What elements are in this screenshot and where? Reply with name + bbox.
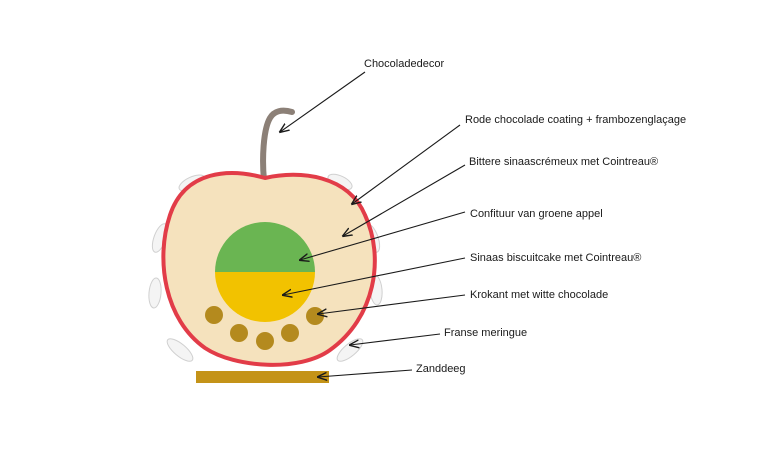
label-zanddeeg: Zanddeeg [416,362,466,376]
label-krokant: Krokant met witte chocolade [470,288,608,302]
label-confituur: Confituur van groene appel [470,207,603,221]
meringue-piece [148,278,163,309]
arrow-cremeux [343,165,465,236]
arrow-coating [352,125,460,204]
stem-chocolate-decor [263,111,292,180]
krokant-ball [205,306,223,324]
label-coating: Rode chocolade coating + frambozenglaçag… [465,113,686,127]
label-cremeux: Bittere sinaascrémeux met Cointreau® [469,155,658,169]
zanddeeg-base [196,371,329,383]
label-meringue: Franse meringue [444,326,527,340]
krokant-ball [256,332,274,350]
arrow-meringue [350,334,440,345]
label-chocoladedecor: Chocoladedecor [364,57,444,71]
label-biscuit: Sinaas biscuitcake met Cointreau® [470,251,641,265]
arrow-chocoladedecor [280,72,365,132]
arrow-zanddeeg [318,370,412,377]
meringue-piece [164,335,196,365]
krokant-ball [281,324,299,342]
krokant-ball [306,307,324,325]
krokant-ball [230,324,248,342]
